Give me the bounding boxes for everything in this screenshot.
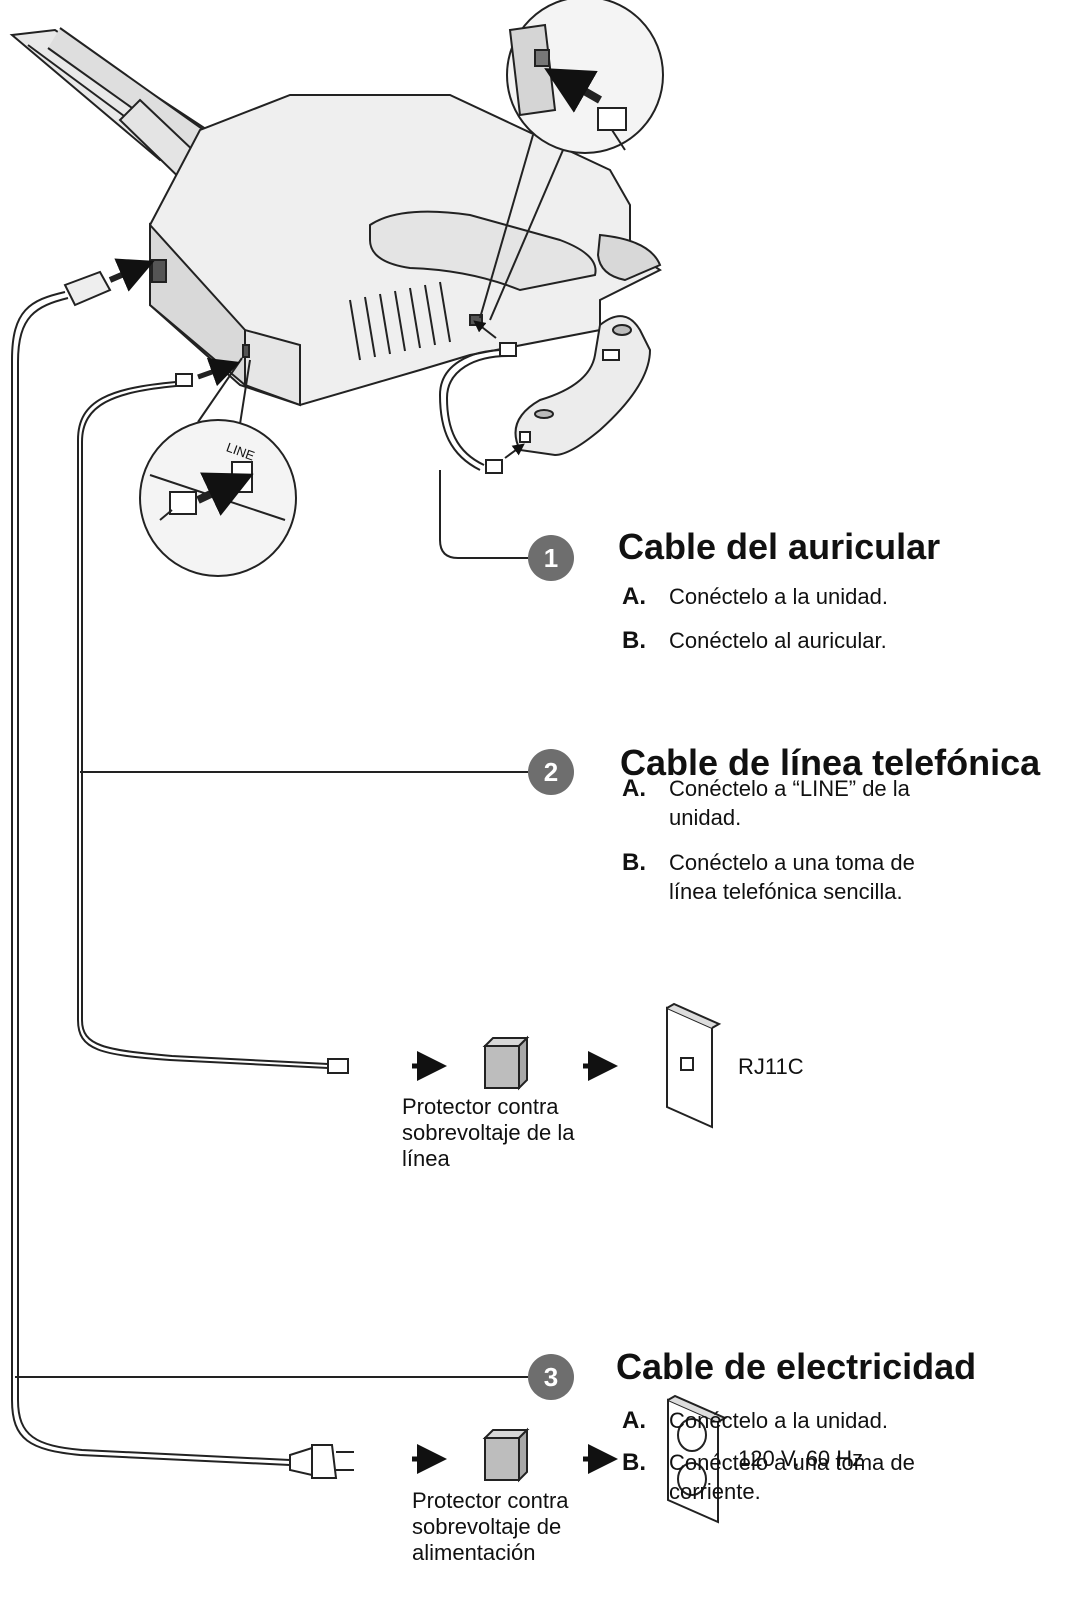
power-outlet-label: 120 V, 60 Hz <box>738 1446 864 1471</box>
item-key: A. <box>622 775 646 802</box>
item-text: Conéctelo a la unidad. <box>669 1408 888 1433</box>
item-text: Conéctelo al auricular. <box>669 628 887 653</box>
item-text: Conéctelo a la unidad. <box>669 584 888 609</box>
step-3-badge: 3 <box>528 1354 574 1400</box>
step-3-title: Cable de electricidad <box>616 1346 977 1387</box>
step-2-item-b: B. Conéctelo a una toma de línea telefón… <box>622 848 972 908</box>
item-key: A. <box>622 1407 646 1434</box>
telephone-line-plug <box>327 1058 349 1074</box>
leader-line-1 <box>439 470 528 559</box>
line-surge-protector-icon <box>482 1035 530 1091</box>
handset-coiled-cord <box>438 320 525 474</box>
step-2-badge: 2 <box>528 749 574 795</box>
line-port-zoom-callout <box>139 357 297 577</box>
step-2-item-a: A. Conéctelo a “LINE” de la unidad. <box>622 774 952 834</box>
step-3-item-a: A. Conéctelo a la unidad. <box>622 1406 1022 1436</box>
step-1-item-b: B. Conéctelo al auricular. <box>622 626 1022 656</box>
power-surge-protector-icon <box>482 1427 530 1483</box>
phone-jack-label: RJ11C <box>738 1054 804 1079</box>
line-plug-at-unit <box>175 357 241 387</box>
power-protector-label: Protector contra sobrevoltaje de aliment… <box>412 1488 569 1565</box>
wall-power-outlet-icon <box>667 1394 728 1524</box>
wall-phone-jack-icon <box>666 1002 722 1129</box>
item-text: Conéctelo a “LINE” de la unidad. <box>669 776 910 830</box>
step-1-item-a: A. Conéctelo a la unidad. <box>622 582 1022 612</box>
item-text: Conéctelo a una toma de línea telefónica… <box>669 850 915 904</box>
handset-drawing <box>514 315 652 457</box>
step-2-title: Cable de línea telefónica <box>620 742 1041 783</box>
item-key: B. <box>622 849 646 876</box>
step-1-title: Cable del auricular <box>618 526 941 567</box>
item-key: B. <box>622 627 646 654</box>
item-text: Conéctelo a una toma de corriente. <box>669 1450 915 1504</box>
telephone-line-cord <box>77 381 329 1069</box>
step-3-item-b: B. Conéctelo a una toma de corriente. <box>622 1448 982 1508</box>
power-plug-at-unit <box>63 258 155 307</box>
fax-machine-drawing <box>9 27 662 407</box>
step-1-badge: 1 <box>528 535 574 581</box>
line-protector-label: Protector contra sobrevoltaje de la líne… <box>402 1094 575 1171</box>
power-plug-icon <box>289 1444 354 1479</box>
item-key: B. <box>622 1449 646 1476</box>
handset-port-zoom-callout <box>479 0 664 321</box>
power-cord <box>11 291 291 1466</box>
item-key: A. <box>622 583 646 610</box>
